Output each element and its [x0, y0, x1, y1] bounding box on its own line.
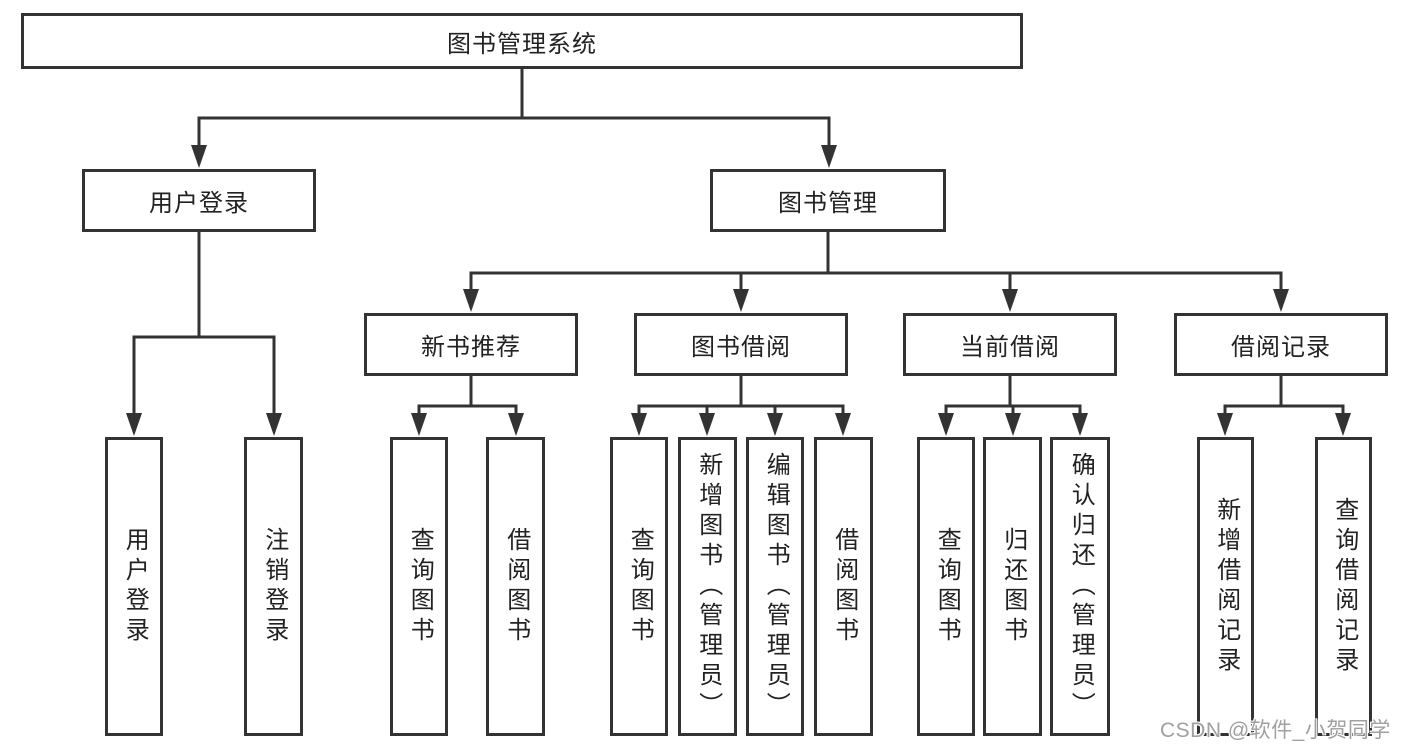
leaf-query-books-current: 查询图书 [917, 437, 975, 736]
leaf-query-books-recommend: 查询图书 [390, 437, 448, 736]
node-current-borrowing: 当前借阅 [903, 313, 1117, 376]
node-library-management-system: 图书管理系统 [21, 13, 1023, 69]
leaf-return-books: 归还图书 [983, 437, 1042, 736]
node-user-login: 用户登录 [82, 169, 316, 232]
leaf-add-borrow-record: 新增借阅记录 [1197, 437, 1254, 736]
node-borrowing-records: 借阅记录 [1174, 313, 1388, 376]
leaf-edit-book-admin: 编辑图书（管理员） [746, 437, 804, 736]
leaf-query-books-borrow: 查询图书 [610, 437, 668, 736]
leaf-user-login: 用户登录 [105, 437, 163, 736]
node-new-book-recommendation: 新书推荐 [364, 313, 578, 376]
leaf-query-borrow-record: 查询借阅记录 [1315, 437, 1372, 736]
leaf-borrow-books: 借阅图书 [814, 437, 873, 736]
node-book-management: 图书管理 [710, 169, 946, 232]
watermark: CSDN @软件_小贺同学 [1160, 719, 1391, 742]
leaf-add-book-admin: 新增图书（管理员） [678, 437, 737, 736]
leaf-confirm-return-admin: 确认归还（管理员） [1050, 437, 1110, 736]
leaf-borrow-books-recommend: 借阅图书 [486, 437, 545, 736]
node-book-borrowing: 图书借阅 [634, 313, 848, 376]
leaf-logout: 注销登录 [244, 437, 303, 736]
